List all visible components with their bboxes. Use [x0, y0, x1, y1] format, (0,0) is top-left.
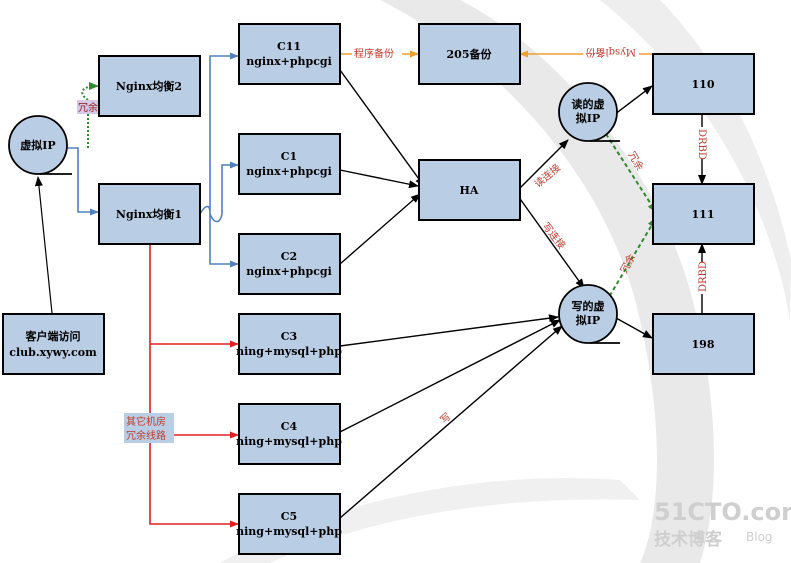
node-c1-title: C1: [281, 150, 297, 163]
node-c5-title: C5: [281, 510, 297, 523]
node-c2-title: C2: [281, 250, 297, 263]
edge-nginx1-c11: [199, 52, 239, 215]
edge-c11-ha: [339, 69, 425, 187]
node-client: 客户端访问 club.xywy.com: [2, 313, 105, 375]
node-read-vip-line2: 拟IP: [576, 111, 600, 125]
watermark-sub: 技术博客: [654, 529, 723, 550]
watermark: 51CTO.com 技术博客 Blog: [654, 498, 791, 550]
edge-vip-nginx2: [81, 82, 99, 148]
node-db110-label: 110: [692, 78, 715, 91]
node-nginx2-label: Nginx均衡2: [116, 79, 182, 93]
edge-ha-write-vip: [517, 195, 585, 289]
label-mysql-backup: Mysql备份: [585, 46, 636, 59]
edge-nginx1-c2: [209, 214, 239, 268]
node-c4-title: C4: [281, 420, 298, 433]
label-bg-drbd-bottom: [696, 262, 709, 294]
node-c3: C3 ning+mysql+php: [236, 313, 342, 375]
label-bg-program-backup: [352, 46, 402, 60]
watermark-blog: Blog: [746, 530, 773, 544]
node-c3-sub: ning+mysql+php: [236, 345, 342, 358]
edge-client-vip: [34, 176, 53, 314]
node-db110: 110: [652, 53, 755, 115]
label-drbd-bottom: DRBD: [698, 261, 709, 292]
label-bg-drbd-top: [696, 127, 709, 159]
edge-nginx1-c1: [209, 161, 239, 223]
edge-ha-read-vip: [517, 139, 569, 191]
label-read-conn: 读连接: [532, 161, 563, 190]
edge-c1-ha: [339, 169, 419, 189]
node-virtual-ip-label: 虚拟IP: [20, 138, 55, 152]
node-nginx1-label: Nginx均衡1: [116, 207, 182, 221]
node-db198: 198: [652, 313, 755, 375]
node-virtual-ip: 虚拟IP: [8, 115, 72, 175]
node-c11-title: C11: [277, 40, 301, 53]
label-write-c5: 写: [438, 411, 453, 427]
edge-read-vip-111: [605, 133, 657, 213]
node-c11-sub: nginx+phpcgi: [246, 55, 332, 68]
watermark-brand: 51CTO.com: [654, 498, 791, 526]
node-c4: C4 ning+mysql+php: [236, 403, 342, 465]
node-client-line1: 客户端访问: [25, 329, 81, 343]
label-bg-other-room: [124, 413, 174, 443]
edge-c3-write-vip: [339, 314, 559, 347]
node-c5: C5 ning+mysql+php: [236, 493, 342, 555]
node-client-line2: club.xywy.com: [9, 346, 97, 359]
node-c5-sub: ning+mysql+php: [236, 525, 342, 538]
label-redundant-nginx: 冗余: [78, 101, 98, 114]
node-c1: C1 nginx+phpcgi: [238, 133, 341, 195]
label-drbd-top: DRBD: [696, 129, 707, 160]
label-other-room-line1: 其它机房: [126, 415, 166, 428]
edge-write-vip-111: [605, 217, 657, 303]
node-c11: C11 nginx+phpcgi: [238, 23, 341, 85]
node-backup205: 205备份: [418, 23, 521, 85]
node-db198-label: 198: [692, 338, 715, 351]
node-write-vip-line2: 拟IP: [576, 313, 600, 327]
node-backup205-label: 205备份: [447, 47, 493, 61]
node-ha: HA: [418, 159, 521, 221]
label-program-backup: 程序备份: [354, 47, 394, 60]
label-bg-redundant-nginx: [77, 100, 99, 114]
edge-nginx1-c5: [149, 435, 239, 528]
edge-c4-write-vip: [339, 319, 561, 433]
node-db111-label: 111: [692, 208, 715, 221]
edge-c2-ha: [339, 193, 421, 265]
edge-c5-write-vip: [339, 325, 563, 519]
edge-write-vip-198: [615, 317, 653, 339]
edge-nginx1-c3: [149, 244, 239, 348]
node-nginx1: Nginx均衡1: [98, 183, 201, 245]
node-read-vip-line1: 读的虚: [572, 97, 605, 111]
label-other-room-line2: 冗余线路: [126, 429, 166, 442]
node-nginx2: Nginx均衡2: [98, 55, 201, 117]
node-c1-sub: nginx+phpcgi: [246, 165, 332, 178]
node-ha-label: HA: [460, 184, 479, 197]
node-c2: C2 nginx+phpcgi: [238, 233, 341, 295]
edge-vip-nginx1: [66, 147, 99, 216]
node-write-vip-line1: 写的虚: [572, 299, 605, 313]
node-c4-sub: ning+mysql+php: [236, 435, 342, 448]
node-c2-sub: nginx+phpcgi: [246, 265, 332, 278]
node-write-vip: 写的虚 拟IP: [558, 284, 620, 344]
node-c3-title: C3: [281, 330, 297, 343]
node-db111: 111: [652, 183, 755, 245]
label-bg-mysql-backup: [583, 46, 639, 60]
node-read-vip: 读的虚 拟IP: [558, 82, 620, 142]
